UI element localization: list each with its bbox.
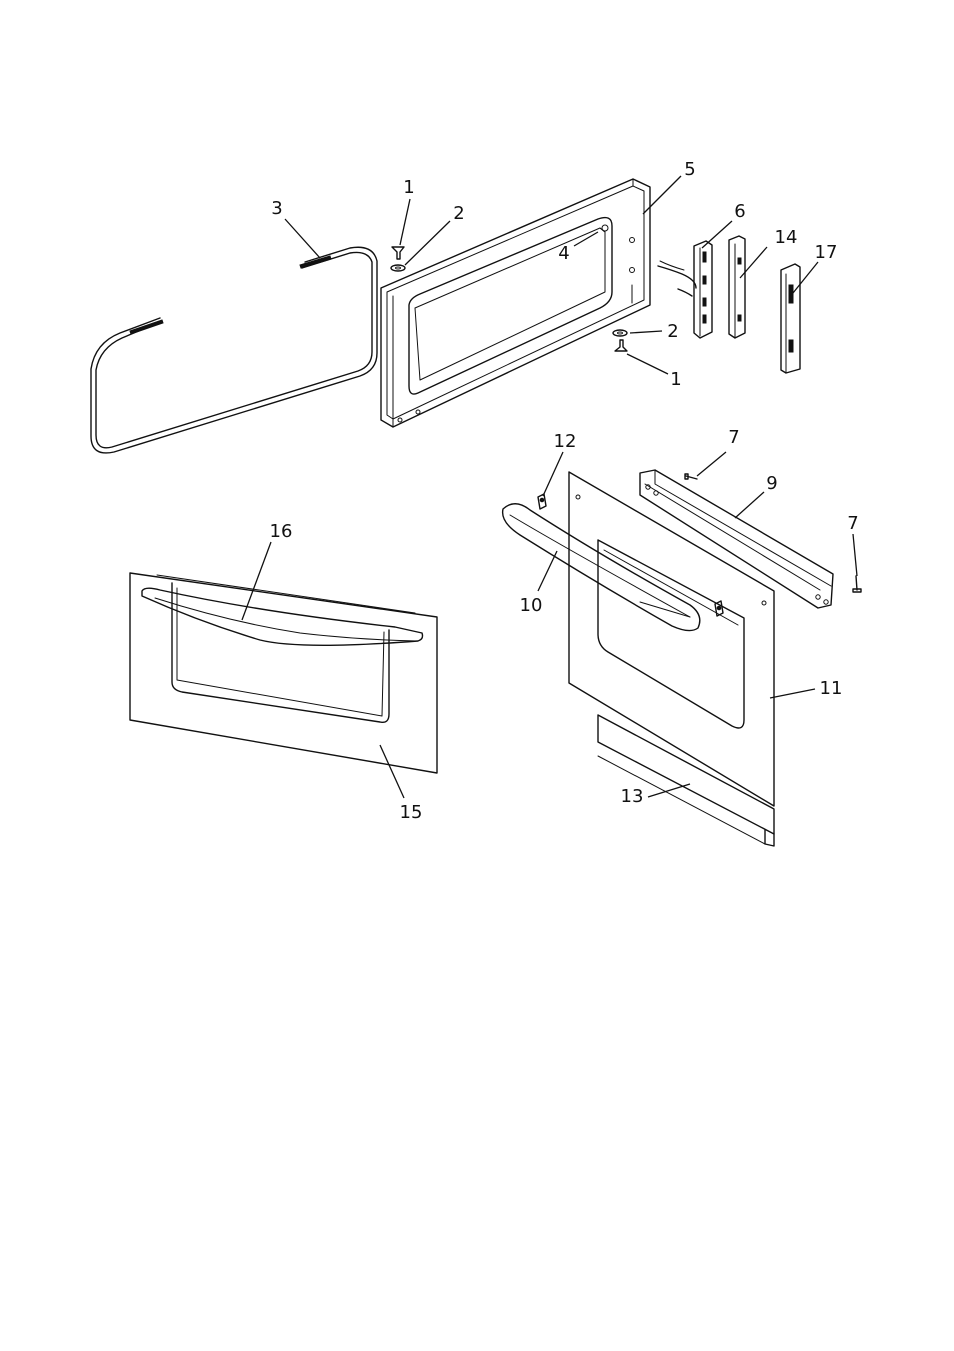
handle-trim-part-16 <box>142 588 423 645</box>
hinge-cover-part-17 <box>781 264 800 373</box>
outer-glass-panel-part-15 <box>130 573 437 773</box>
callout-15: 15 <box>400 802 423 823</box>
callout-7-upper: 7 <box>728 427 739 448</box>
callout-12: 12 <box>554 431 577 452</box>
callout-1-upper: 1 <box>403 177 414 198</box>
callout-1-lower: 1 <box>670 369 681 390</box>
callout-10: 10 <box>520 595 543 616</box>
callout-14: 14 <box>775 227 798 248</box>
callout-13: 13 <box>621 786 644 807</box>
washer-part-2-lower <box>613 330 627 336</box>
callout-2-upper: 2 <box>453 203 464 224</box>
top-trim-channel-part-9 <box>640 470 833 608</box>
callout-2-lower: 2 <box>667 321 678 342</box>
screw-part-1-upper <box>392 247 404 259</box>
callout-6: 6 <box>734 201 745 222</box>
inner-door-frame-part-5 <box>381 179 650 427</box>
screw-part-1-lower <box>615 340 627 351</box>
callout-16: 16 <box>270 521 293 542</box>
door-gasket-part-3 <box>91 247 377 453</box>
screw-part-7-upper <box>685 474 697 479</box>
hinge-part-6 <box>658 241 712 338</box>
callout-11: 11 <box>820 678 843 699</box>
hinge-bracket-part-14 <box>729 236 745 338</box>
screw-part-4 <box>602 225 608 231</box>
callout-4: 4 <box>558 243 569 264</box>
callout-5: 5 <box>684 159 695 180</box>
callout-3: 3 <box>271 198 282 219</box>
handle-screw-right <box>715 601 723 616</box>
washer-part-2-upper <box>391 265 405 271</box>
handle-screw-part-12 <box>538 494 546 509</box>
callout-17: 17 <box>815 242 838 263</box>
screw-part-7-right <box>853 576 861 592</box>
callout-7-right: 7 <box>847 513 858 534</box>
leader-lines <box>242 176 857 798</box>
callout-labels: 1 2 3 4 5 6 14 17 2 1 12 7 9 7 16 10 11 … <box>270 159 859 823</box>
callout-9: 9 <box>766 473 777 494</box>
bottom-trim-part-13 <box>598 715 774 846</box>
